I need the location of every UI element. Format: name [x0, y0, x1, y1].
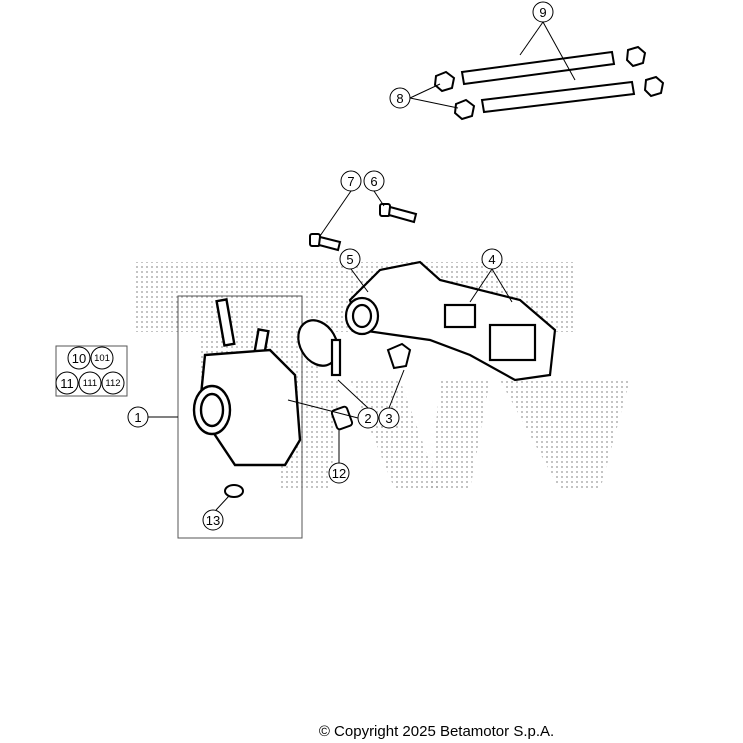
- callout-10: 10: [67, 346, 91, 370]
- leader-lines: [148, 21, 576, 511]
- callout-8: 8: [389, 87, 411, 109]
- callout-label: 10: [72, 351, 86, 366]
- callout-label: 4: [488, 252, 495, 267]
- callout-label: 111: [83, 378, 97, 389]
- callout-101: 101: [90, 346, 114, 370]
- callout-2: 2: [357, 407, 379, 429]
- copyright-text: © Copyright 2025 Betamotor S.p.A.: [318, 723, 555, 740]
- callout-5: 5: [339, 248, 361, 270]
- callout-9: 9: [532, 1, 554, 23]
- callout-12: 12: [328, 462, 350, 484]
- callout-label: 12: [332, 466, 346, 481]
- intake-manifold: [344, 260, 557, 382]
- callout-111: 111: [78, 371, 102, 395]
- callout-label: 5: [346, 252, 353, 267]
- callout-label: 11: [60, 376, 74, 391]
- callout-label: 1: [134, 410, 141, 425]
- callout-3: 3: [378, 407, 400, 429]
- jets-legend-box: [55, 345, 128, 397]
- callout-label: 7: [347, 174, 354, 189]
- callout-112: 112: [101, 371, 125, 395]
- carburetor: [192, 298, 302, 467]
- callout-label: 112: [105, 378, 120, 389]
- callout-label: 3: [385, 411, 392, 426]
- callout-1: 1: [127, 406, 149, 428]
- gasket: [386, 342, 412, 370]
- callout-label: 8: [396, 91, 403, 106]
- cap: [224, 484, 244, 498]
- callout-label: 13: [206, 513, 220, 528]
- callout-label: 2: [364, 411, 371, 426]
- callout-4: 4: [481, 248, 503, 270]
- callout-label: 9: [539, 5, 546, 20]
- callout-13: 13: [202, 509, 224, 531]
- callout-label: 101: [94, 353, 110, 364]
- callout-label: 6: [370, 174, 377, 189]
- callout-7: 7: [340, 170, 362, 192]
- hose-clamp: [297, 319, 342, 377]
- callout-11: 11: [55, 371, 79, 395]
- fuel-hoses: [433, 45, 665, 121]
- callout-6: 6: [363, 170, 385, 192]
- screws: [309, 203, 418, 252]
